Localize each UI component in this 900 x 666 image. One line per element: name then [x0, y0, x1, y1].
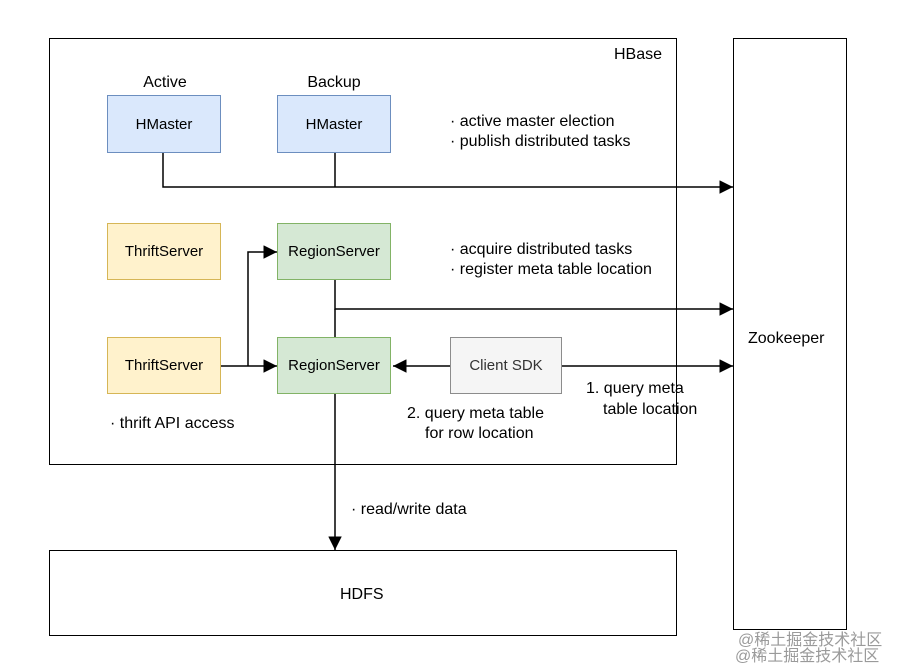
master-note-publish: · publish distributed tasks	[450, 133, 631, 150]
zookeeper-label: Zookeeper	[748, 330, 825, 347]
query-zk-line2: table location	[603, 401, 698, 418]
hbase-title: HBase	[614, 46, 663, 63]
region-to-zookeeper-arrow	[334, 280, 733, 316]
thriftserver-top[interactable]: ThriftServer	[107, 223, 221, 280]
backup-label: Backup	[307, 74, 361, 91]
hmaster-active-line	[162, 153, 733, 194]
region-note-acquire: · acquire distributed tasks	[450, 241, 633, 258]
regionserver-bottom[interactable]: RegionServer	[277, 337, 391, 394]
hmaster-active[interactable]: HMaster	[107, 95, 221, 153]
client-sdk[interactable]: Client SDK	[450, 337, 562, 394]
query-rs-line1: 2. query meta table	[407, 405, 544, 422]
regionserver-top[interactable]: RegionServer	[277, 223, 391, 280]
region-note-register: · register meta table location	[450, 261, 652, 278]
hmaster-backup[interactable]: HMaster	[277, 95, 391, 153]
hdfs-container	[49, 550, 677, 636]
hdfs-label: HDFS	[340, 586, 384, 603]
watermark-line2: @稀土掘金技术社区	[735, 648, 880, 665]
read-write-label: · read/write data	[351, 501, 467, 518]
zookeeper-container	[733, 38, 847, 630]
master-note-election: · active master election	[450, 113, 615, 130]
thrift-note: · thrift API access	[110, 415, 235, 432]
watermark-line1: @稀土掘金技术社区	[738, 632, 883, 649]
query-zk-line1: 1. query meta	[586, 380, 684, 397]
thrift-to-region-top-arrow	[247, 245, 277, 366]
query-rs-line2: for row location	[425, 425, 534, 442]
active-label: Active	[143, 74, 187, 91]
thriftserver-bottom[interactable]: ThriftServer	[107, 337, 221, 394]
